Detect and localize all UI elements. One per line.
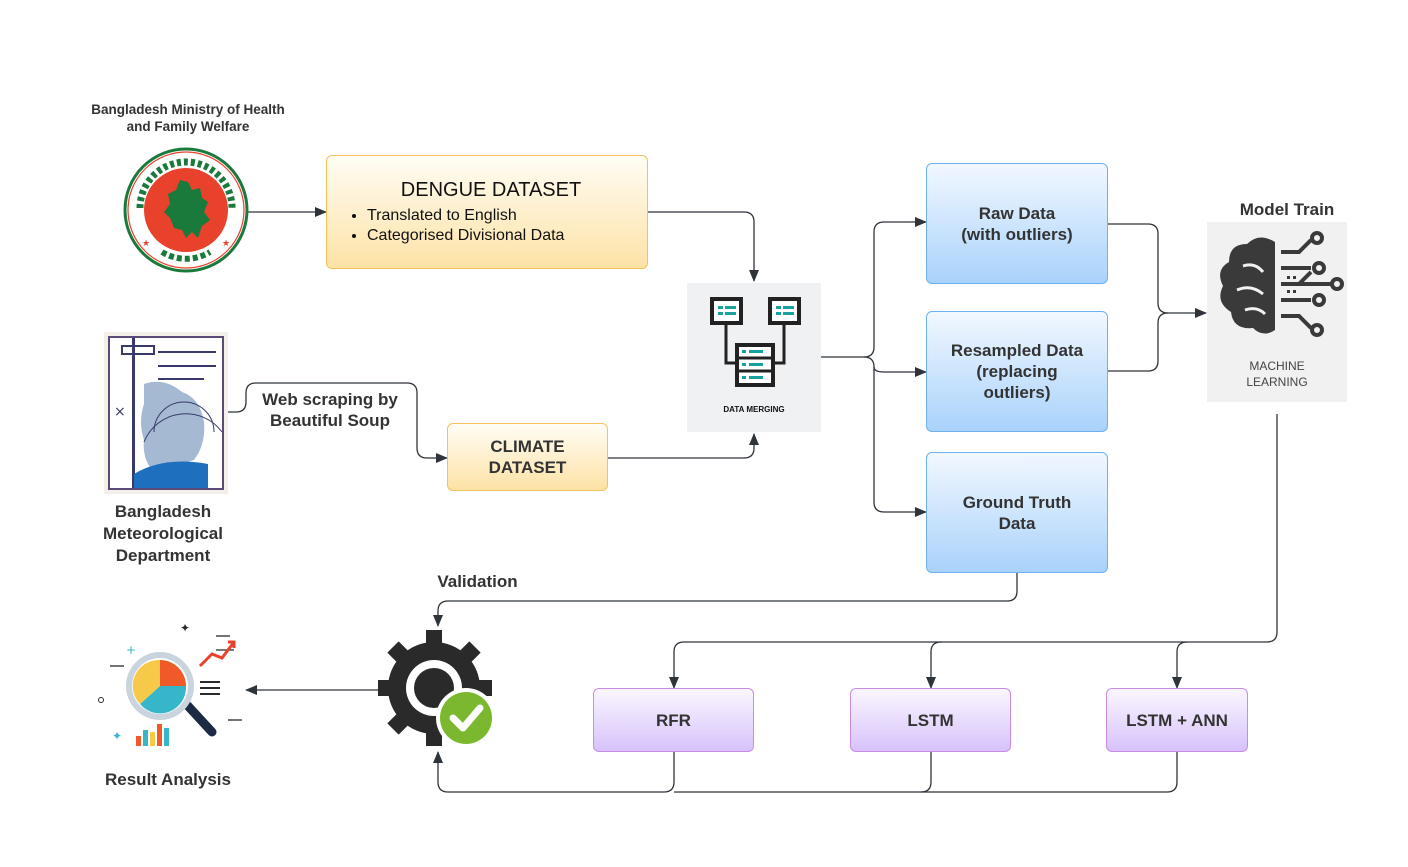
svg-text:+: + bbox=[126, 643, 136, 657]
ground-truth-data-box: Ground Truth Data bbox=[926, 452, 1108, 573]
result-analysis-label: Result Analysis bbox=[105, 770, 231, 789]
arrow-models-to-validation bbox=[433, 751, 675, 793]
arrow-merge-to-groundtruth bbox=[873, 367, 927, 517]
arrow-merge-to-resampled bbox=[863, 356, 927, 377]
raw-data-box: Raw Data (with outliers) bbox=[926, 163, 1108, 284]
arrow-dengue-to-merge bbox=[648, 211, 759, 282]
dengue-bullet: Translated to English bbox=[367, 206, 564, 226]
arrow-ml-to-models bbox=[669, 414, 1278, 689]
arrow-ml-to-lstmann bbox=[1172, 641, 1188, 689]
svg-text:✦: ✦ bbox=[180, 621, 190, 635]
bangladesh-government-seal: ★ ★ bbox=[123, 147, 249, 273]
arrow-raw-to-ml bbox=[1108, 223, 1207, 318]
rfr-model-box: RFR bbox=[593, 688, 754, 752]
dengue-bullet: Categorised Divisional Data bbox=[367, 226, 564, 246]
climate-dataset-box: CLIMATE DATASET bbox=[447, 423, 608, 491]
lstm-model-label: LSTM bbox=[907, 710, 954, 730]
resampled-data-box: Resampled Data (replacing outliers) bbox=[926, 311, 1108, 432]
arrow-ml-to-lstm bbox=[926, 641, 942, 689]
data-merging-label: DATA MERGING bbox=[723, 405, 785, 414]
raw-data-label: Raw Data (with outliers) bbox=[961, 203, 1073, 244]
validation-label: Validation bbox=[437, 572, 518, 591]
lstm-model-box: LSTM bbox=[850, 688, 1011, 752]
meteorological-department-logo: × bbox=[104, 332, 228, 494]
brain-circuit-icon bbox=[1220, 231, 1344, 337]
arrow-bmd-to-climate bbox=[228, 382, 448, 463]
validation-gear-check-icon bbox=[378, 630, 496, 748]
svg-text:★: ★ bbox=[222, 239, 230, 249]
dengue-bullet-list: Translated to English Categorised Divisi… bbox=[341, 206, 564, 246]
arrow-lstm-to-validation bbox=[674, 752, 932, 793]
arrow-lstmann-to-validation bbox=[921, 752, 1178, 793]
arrow-merge-to-raw bbox=[821, 217, 927, 358]
lstm-ann-model-label: LSTM + ANN bbox=[1126, 710, 1228, 730]
ministry-label: Bangladesh Ministry of Health and Family… bbox=[91, 102, 285, 134]
lstm-ann-model-box: LSTM + ANN bbox=[1106, 688, 1248, 752]
database-merge-icon bbox=[710, 297, 801, 387]
bmd-label: Bangladesh Meteorological Department bbox=[103, 502, 223, 565]
model-train-title: Model Train bbox=[1239, 200, 1335, 219]
result-analysis-icon: ✦ + ✦ bbox=[98, 621, 242, 746]
climate-dataset-title: CLIMATE DATASET bbox=[488, 437, 567, 477]
dengue-dataset-title: DENGUE DATASET bbox=[400, 178, 582, 201]
machine-learning-node: MACHINE LEARNING bbox=[1207, 222, 1347, 402]
data-merging-node: DATA MERGING bbox=[687, 283, 821, 432]
arrow-climate-to-merge bbox=[608, 433, 759, 459]
machine-learning-text: MACHINE LEARNING bbox=[1246, 359, 1308, 389]
ground-truth-data-label: Ground Truth Data bbox=[962, 492, 1072, 533]
resampled-data-label: Resampled Data (replacing outliers) bbox=[950, 341, 1084, 402]
arrow-resampled-to-ml bbox=[1108, 312, 1169, 372]
svg-text:✦: ✦ bbox=[112, 729, 122, 743]
dengue-dataset-box: DENGUE DATASET Translated to English Cat… bbox=[326, 155, 648, 269]
scraping-label: Web scraping by Beautiful Soup bbox=[262, 390, 398, 430]
arrow-groundtruth-to-validation bbox=[433, 573, 1018, 627]
svg-text:×: × bbox=[114, 404, 126, 420]
rfr-model-label: RFR bbox=[656, 710, 691, 730]
svg-text:★: ★ bbox=[142, 239, 150, 249]
